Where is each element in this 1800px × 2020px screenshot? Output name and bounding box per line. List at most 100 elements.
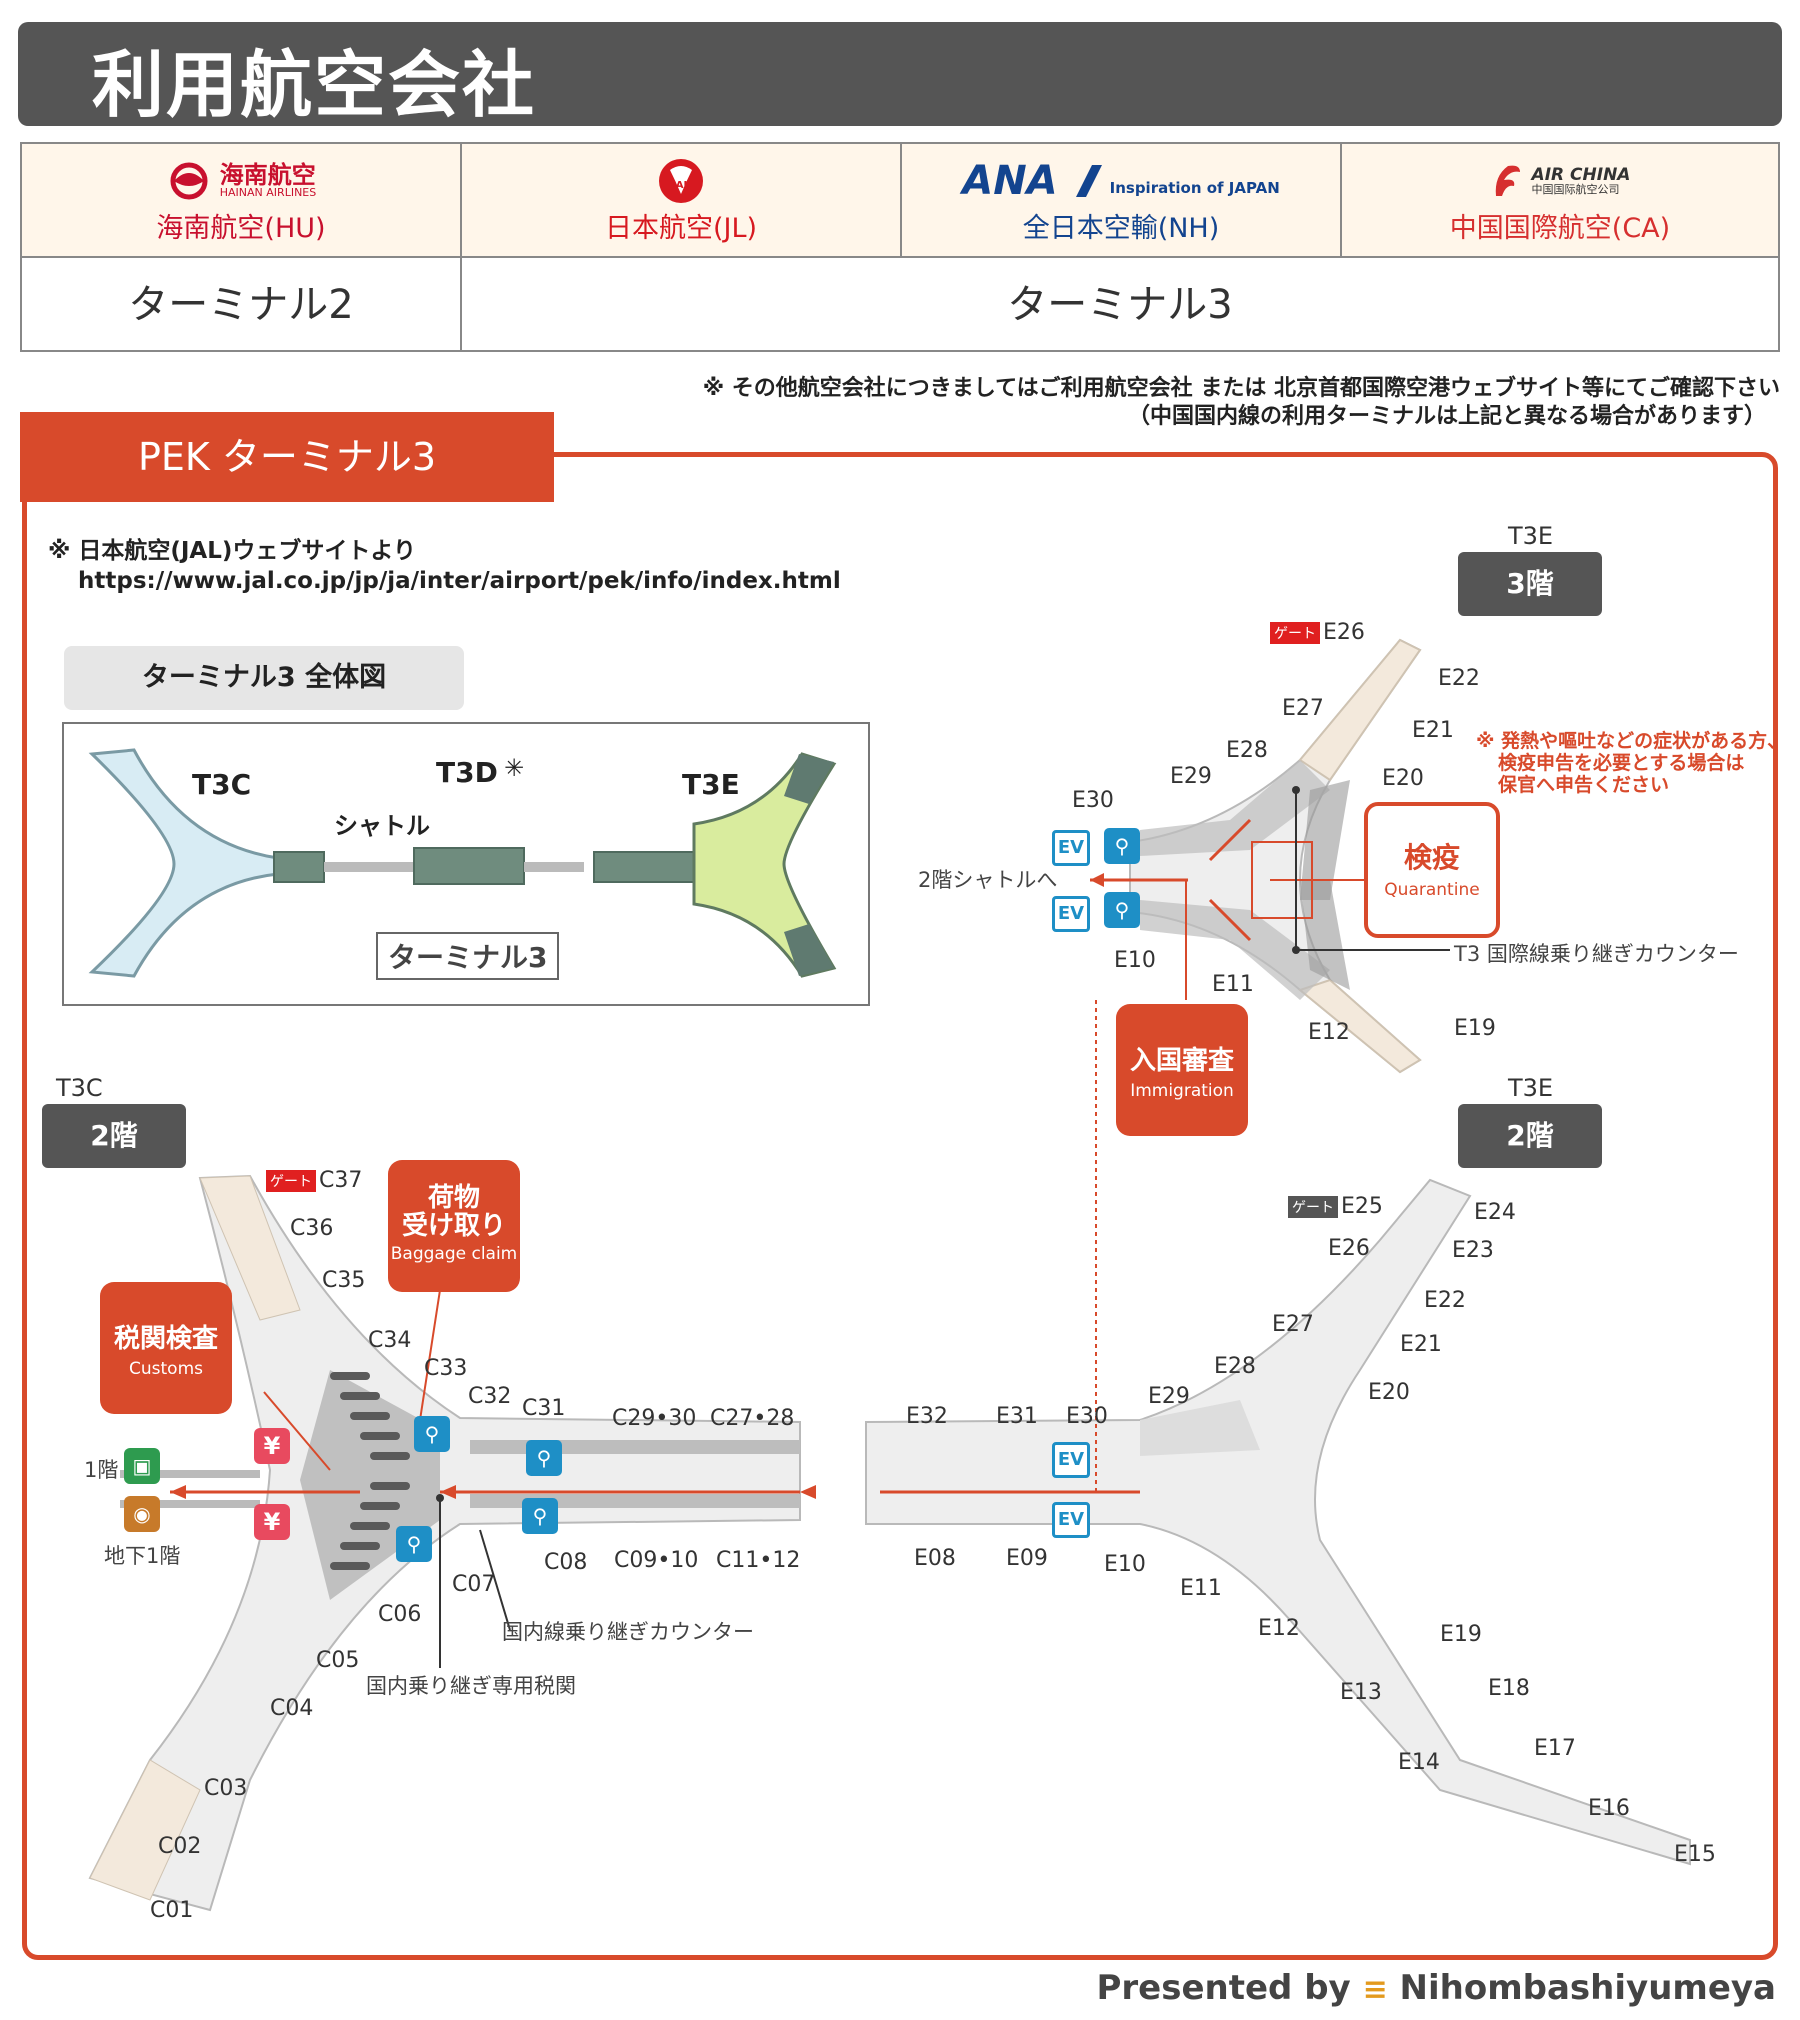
gate-e14-2f: E14 [1398, 1750, 1440, 1775]
gate-label: E25 [1341, 1194, 1383, 1219]
gate-e32-2f: E32 [906, 1404, 948, 1429]
brand-name: Nihombashiyumeya [1399, 1968, 1776, 2008]
gate-e09-2f: E09 [1006, 1546, 1048, 1571]
gate-c03: C03 [204, 1776, 248, 1801]
jal-note-line: ※ 日本航空(JAL)ウェブサイトより [48, 538, 416, 564]
airchina-logo-sub: 中国国际航空公司 [1531, 183, 1620, 196]
customs-callout: 税関検査 Customs [100, 1282, 232, 1414]
gate-e18-2f: E18 [1488, 1676, 1530, 1701]
baggage-en: Baggage claim [390, 1244, 518, 1264]
restroom-icon: ⚲ [414, 1416, 450, 1452]
ana-stripe-icon [1075, 165, 1102, 197]
airline-cell-airchina: AIR CHINA 中国国际航空公司 中国国際航空(CA) [1342, 144, 1778, 256]
gate-e22-2f: E22 [1424, 1288, 1466, 1313]
immigration-callout: 入国審査 Immigration [1116, 1004, 1248, 1136]
terminal-3-cell: ターミナル3 [462, 256, 1778, 352]
domestic-transfer-label: 国内線乗り継ぎカウンター [502, 1620, 754, 1644]
gate-e21-2f: E21 [1400, 1332, 1442, 1357]
airline-cell-ana: ANA Inspiration of JAPAN 全日本空輸(NH) [902, 144, 1342, 256]
gate-c07: C07 [452, 1572, 496, 1597]
immigration-en: Immigration [1130, 1081, 1234, 1101]
gate-c31: C31 [522, 1396, 566, 1421]
health-warning: ※ 発熱や嘔吐などの症状がある方、 検疫申告を必要とする場合は 保官へ申告くださ… [1476, 730, 1786, 796]
gate-e21-3f: E21 [1412, 718, 1454, 743]
hainan-logo-sub: HAINAN AIRLINES [219, 186, 317, 199]
gate-e20-2f: E20 [1368, 1380, 1410, 1405]
gate-e08-2f: E08 [914, 1546, 956, 1571]
gate-c05: C05 [316, 1648, 360, 1673]
gate-c32: C32 [468, 1384, 512, 1409]
gate-e10-2f: E10 [1104, 1552, 1146, 1577]
section-tab: PEK ターミナル3 [20, 412, 554, 502]
airline-name-airchina: 中国国際航空(CA) [1449, 213, 1671, 244]
gate-c09-10: C09•10 [614, 1548, 699, 1573]
gate-e13-2f: E13 [1340, 1680, 1382, 1705]
jal-crane-icon: JAL [659, 159, 703, 203]
airchina-logo: AIR CHINA 中国国际航空公司 [1342, 158, 1778, 204]
overview-t3e: T3E [682, 768, 740, 801]
t3c-2f-floor-tag: 2階 [42, 1104, 186, 1168]
page-title: 利用航空会社 [92, 43, 537, 127]
gate-label: C37 [319, 1168, 363, 1193]
gate-e26-2f: E26 [1328, 1236, 1370, 1261]
t3e-3f-map [1090, 638, 1450, 1074]
domestic-customs-label: 国内乗り継ぎ専用税関 [366, 1674, 576, 1698]
gate-c01: C01 [150, 1898, 194, 1923]
gate-e16-2f: E16 [1588, 1796, 1630, 1821]
hainan-logo-text: 海南航空 [219, 161, 316, 189]
note-line-1: ※ その他航空会社につきましてはご利用航空会社 または 北京首都国際空港ウェブサ… [702, 376, 1780, 401]
overview-terminal-name: ターミナル3 [376, 932, 560, 980]
header-bar [18, 22, 1782, 126]
gate-c33: C33 [424, 1356, 468, 1381]
footer-brand: Presented by ≡ Nihombashiyumeya [1096, 1968, 1776, 2008]
jal-url: https://www.jal.co.jp/jp/ja/inter/airpor… [78, 568, 841, 594]
gate-e20-3f: E20 [1382, 766, 1424, 791]
restroom-icon: ⚲ [522, 1498, 558, 1534]
baggage-jp-2: 受け取り [401, 1211, 506, 1241]
gate-c35: C35 [322, 1268, 366, 1293]
t3e-2f-floor-tag: 2階 [1458, 1104, 1602, 1168]
floor-b1-label: 地下1階 [104, 1544, 181, 1568]
gate-e27-3f: E27 [1282, 696, 1324, 721]
airline-name-ana: 全日本空輸(NH) [1022, 213, 1220, 244]
elevator-icon: EV [1052, 830, 1090, 866]
restroom-icon: ⚲ [1104, 828, 1140, 864]
gate-e23-2f: E23 [1452, 1238, 1494, 1263]
currency-exchange-icon: ¥ [254, 1504, 290, 1540]
terminal-3-section [22, 452, 1778, 1960]
floor-1f-label: 1階 [84, 1458, 119, 1482]
overview-t3d: T3D [436, 756, 498, 789]
gate-e19-2f: E19 [1440, 1622, 1482, 1647]
currency-exchange-icon: ¥ [254, 1428, 290, 1464]
gate-e29-3f: E29 [1170, 764, 1212, 789]
t3c-2f-area-label: T3C [56, 1074, 103, 1102]
baggage-claim-callout: 荷物 受け取り Baggage claim [388, 1160, 520, 1292]
quarantine-jp: 検疫 [1403, 841, 1460, 874]
gate-c36: C36 [290, 1216, 334, 1241]
airchina-logo-text: AIR CHINA [1531, 165, 1631, 185]
taxi-icon: ◉ [124, 1496, 160, 1532]
gate-e30-2f: E30 [1066, 1404, 1108, 1429]
gate-label: E26 [1323, 620, 1365, 645]
ana-logo-sub: Inspiration of JAPAN [1109, 179, 1280, 197]
t3e-2f-area-label: T3E [1508, 1074, 1554, 1102]
terminal-2-cell: ターミナル2 [22, 256, 462, 352]
gate-c27-28: C27•28 [710, 1406, 795, 1431]
airline-name-hainan: 海南航空(HU) [156, 213, 326, 244]
shuttle-to-label: 2階シャトルへ [918, 868, 1058, 892]
immigration-jp: 入国審査 [1129, 1046, 1234, 1076]
jal-logo: JAL [462, 158, 900, 204]
gate-c02: C02 [158, 1834, 202, 1859]
airline-table: 海南航空 HAINAN AIRLINES 海南航空(HU) JAL 日本航空(J… [20, 142, 1780, 352]
presented-by-text: Presented by [1096, 1968, 1351, 2008]
overview-svg [88, 748, 837, 978]
warning-line-3: 保官へ申告ください [1498, 774, 1670, 796]
gate-c34: C34 [368, 1328, 412, 1353]
gate-e12-2f: E12 [1258, 1616, 1300, 1641]
gate-e28-2f: E28 [1214, 1354, 1256, 1379]
ana-logo-text: ANA [962, 158, 1058, 204]
t3e-3f-area-label: T3E [1508, 522, 1554, 550]
